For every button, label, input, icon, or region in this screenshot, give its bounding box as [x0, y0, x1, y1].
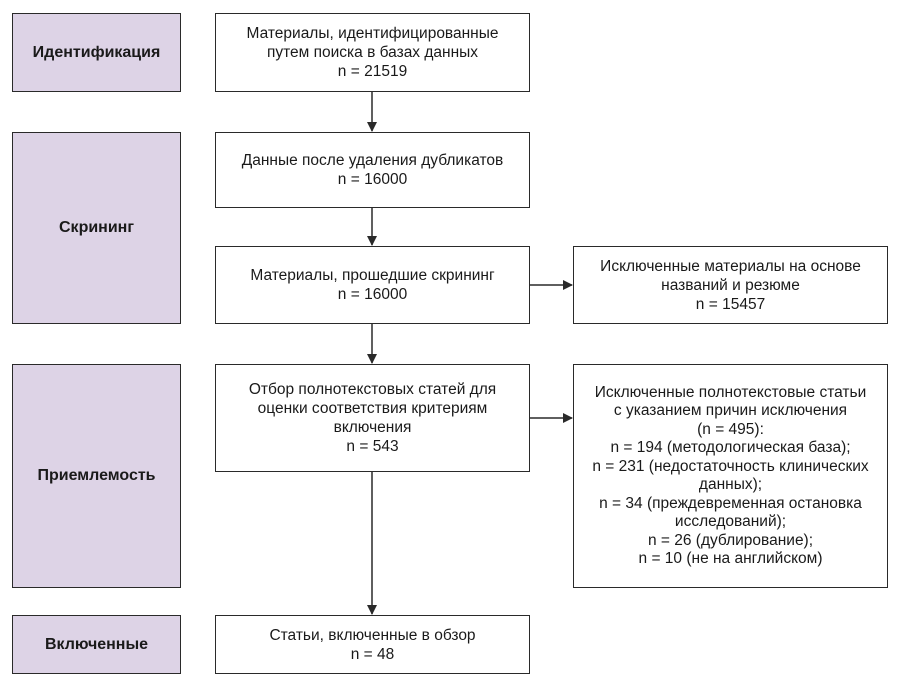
stage-label-included: Включенные — [12, 615, 181, 674]
box-deduplicated: Данные после удаления дубликатов n = 160… — [215, 132, 530, 208]
stage-label-screening: Скрининг — [12, 132, 181, 324]
box-included: Статьи, включенные в обзор n = 48 — [215, 615, 530, 674]
stage-label-identification: Идентификация — [12, 13, 181, 92]
box-identified: Материалы, идентифицированные путем поис… — [215, 13, 530, 92]
box-fulltext-assessment: Отбор полнотекстовых статей для оценки с… — [215, 364, 530, 472]
box-excluded-fulltext: Исключенные полнотекстовые статьи с указ… — [573, 364, 888, 588]
box-excluded-titles: Исключенные материалы на основе названий… — [573, 246, 888, 324]
stage-label-eligibility: Приемлемость — [12, 364, 181, 588]
box-screened: Материалы, прошедшие скрининг n = 16000 — [215, 246, 530, 324]
